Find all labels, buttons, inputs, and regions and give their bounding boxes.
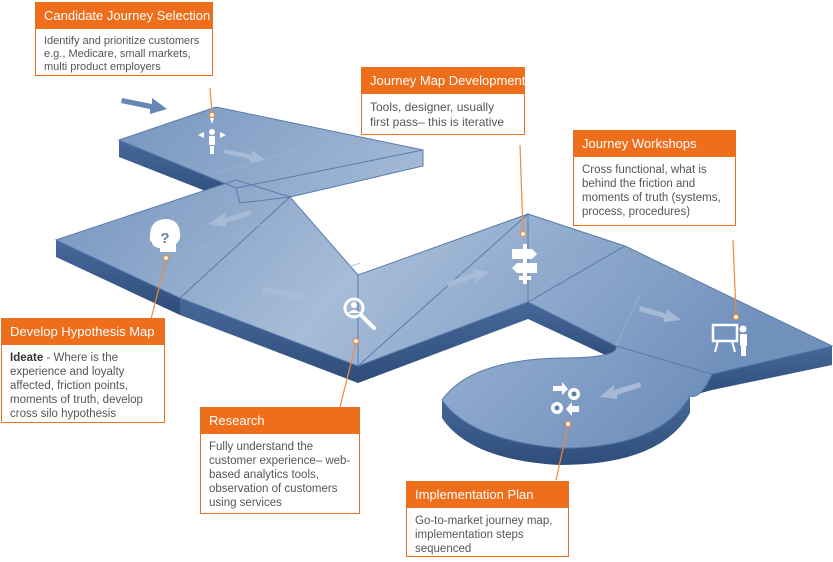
- signpost-icon: [512, 244, 537, 284]
- leader-lines: [149, 87, 740, 481]
- callout-body: Identify and prioritize customers e.g., …: [44, 35, 200, 73]
- callout-develop-hypothesis-map: Develop Hypothesis Map Ideate - Where is…: [1, 318, 165, 423]
- gears-icon: [551, 382, 580, 416]
- callout-body-strong: Ideate: [10, 352, 44, 364]
- callout-journey-map-development: Journey Map Development Tools, designer,…: [361, 67, 525, 135]
- arrow-2-icon: [208, 210, 251, 227]
- callout-title: Develop Hypothesis Map: [2, 319, 164, 345]
- arrow-entry-icon: [121, 98, 167, 114]
- callout-title: Research: [201, 408, 359, 434]
- arrow-4-icon: [447, 269, 490, 287]
- arrow-1-icon: [223, 149, 265, 163]
- arrow-6-icon: [600, 382, 641, 399]
- arrow-5-icon: [639, 306, 681, 322]
- callout-title: Journey Map Development: [362, 68, 525, 94]
- callout-title: Journey Workshops: [574, 131, 735, 157]
- callout-title: Candidate Journey Selection: [36, 3, 212, 29]
- path-top-surface: [54, 106, 833, 449]
- callout-body: Fully understand the customer experience…: [209, 441, 351, 509]
- question-head-icon: ?: [149, 219, 181, 252]
- callout-body: Cross functional, what is behind the fri…: [582, 164, 721, 218]
- callout-body: Ideate - Where is the experience and loy…: [2, 345, 164, 427]
- magnifier-person-icon: [343, 297, 376, 330]
- callout-research: Research Fully understand the customer e…: [200, 407, 360, 514]
- callout-implementation-plan: Implementation Plan Go-to-market journey…: [406, 481, 569, 557]
- direction-arrows: [121, 98, 681, 399]
- callout-body-text: - Where is the experience and loyalty af…: [10, 352, 143, 420]
- presenter-icon: [711, 323, 747, 356]
- network-person-icon: [198, 118, 226, 154]
- callout-body: Go-to-market journey map, implementation…: [415, 515, 553, 555]
- arrow-3-icon: [262, 287, 305, 300]
- callout-body: Tools, designer, usually first pass– thi…: [370, 100, 505, 129]
- callout-journey-workshops: Journey Workshops Cross functional, what…: [573, 130, 736, 226]
- svg-text:?: ?: [160, 230, 169, 247]
- callout-title: Implementation Plan: [407, 482, 568, 508]
- callout-candidate-journey-selection: Candidate Journey Selection Identify and…: [35, 2, 213, 76]
